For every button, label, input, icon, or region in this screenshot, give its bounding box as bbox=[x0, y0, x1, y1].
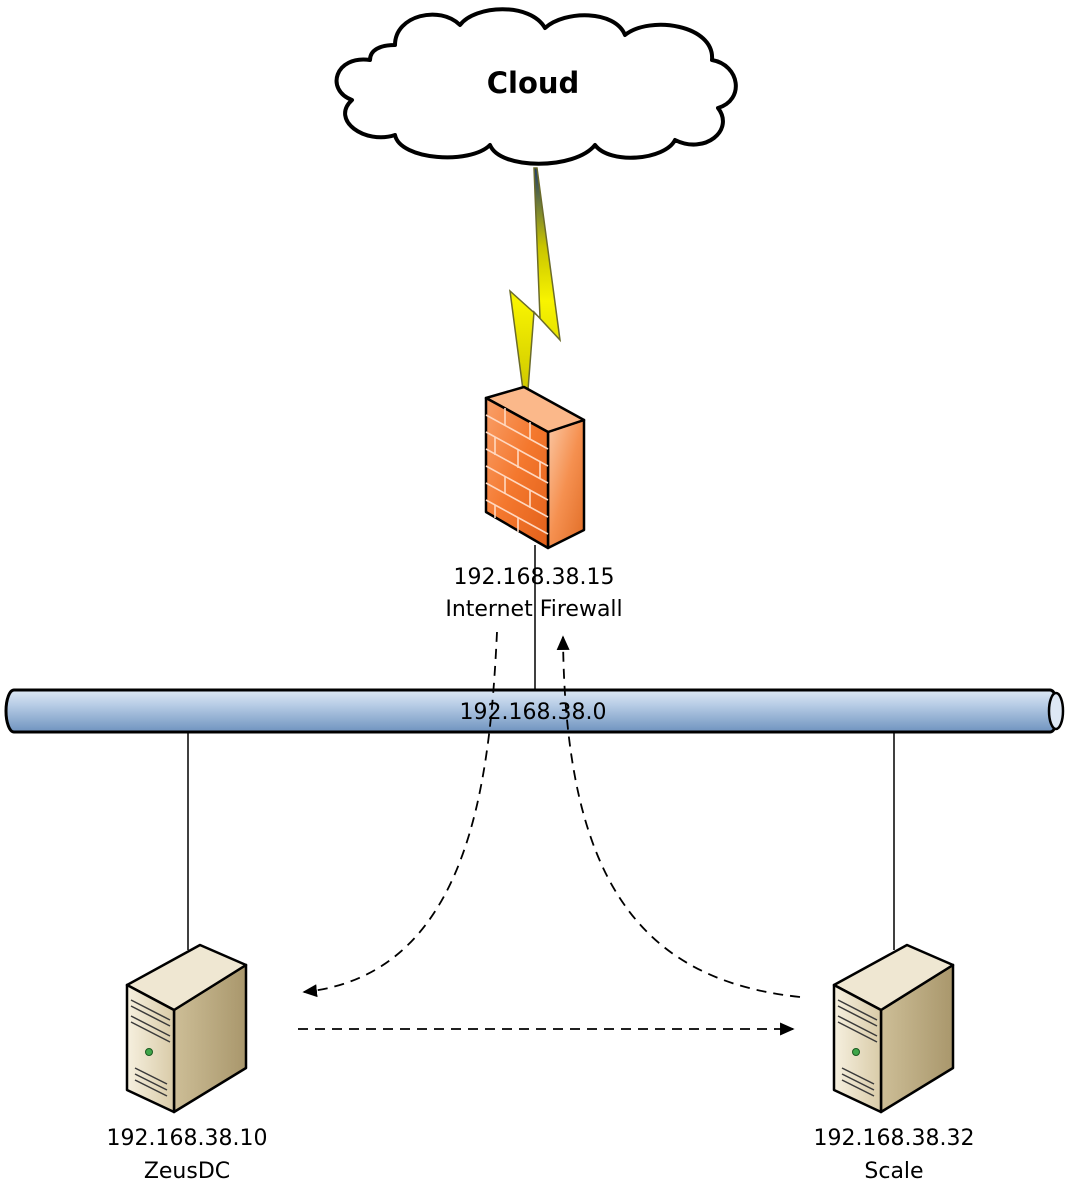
cloud-icon bbox=[334, 7, 738, 166]
lightning-link bbox=[508, 167, 562, 391]
traffic-flows bbox=[298, 631, 801, 1036]
server-ip: 192.168.38.10 bbox=[107, 1126, 268, 1151]
bus-pipe-end bbox=[1047, 691, 1065, 731]
server-icon bbox=[832, 943, 955, 1114]
server-name: ZeusDC bbox=[144, 1159, 230, 1184]
cloud-label: Cloud bbox=[487, 66, 580, 100]
flow-scale-to-firewall bbox=[556, 635, 801, 998]
flow-firewall-to-zeusdc bbox=[302, 631, 498, 998]
network-label: 192.168.38.0 bbox=[460, 700, 607, 725]
server-icon bbox=[125, 943, 248, 1114]
cloud: Cloud bbox=[334, 7, 738, 166]
server-ip: 192.168.38.32 bbox=[814, 1126, 975, 1151]
network-bus: 192.168.38.0 bbox=[4, 688, 1065, 734]
firewall-name: Internet Firewall bbox=[445, 597, 622, 622]
server-zeusdc: 192.168.38.10 ZeusDC bbox=[107, 943, 268, 1184]
firewall: 192.168.38.15 Internet Firewall bbox=[445, 385, 623, 622]
firewall-icon bbox=[484, 385, 586, 550]
lightning-icon bbox=[508, 167, 562, 391]
firewall-ip: 192.168.38.15 bbox=[454, 565, 615, 590]
server-scale: 192.168.38.32 Scale bbox=[814, 943, 975, 1184]
server-name: Scale bbox=[864, 1159, 923, 1184]
